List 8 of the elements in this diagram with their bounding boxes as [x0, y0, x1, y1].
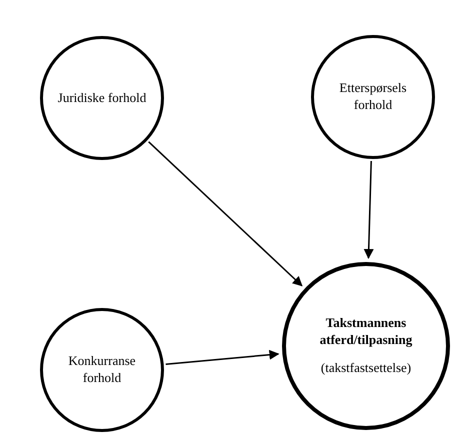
node-label: Etterspørsels forhold	[338, 80, 408, 114]
node-label: (takstfastsettelse)	[320, 360, 412, 378]
arrow	[364, 160, 374, 260]
node-label: Konkurranse forhold	[67, 353, 137, 387]
arrow	[148, 141, 303, 286]
node-label: Takstmannens atferd/tilpasning	[318, 314, 414, 348]
node-label: Juridiske forhold	[56, 90, 148, 106]
arrow	[166, 350, 280, 365]
